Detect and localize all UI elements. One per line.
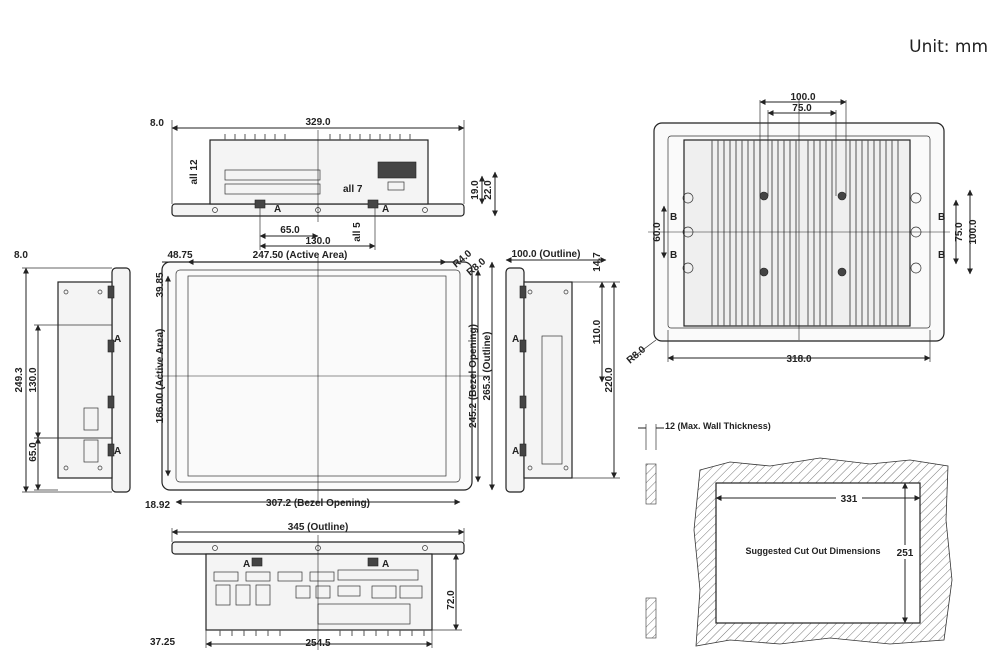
bottom-view: 345 (Outline) 72.0 37.25 254.5 A A — [150, 522, 465, 650]
top-width-label: 329.0 — [305, 117, 330, 128]
top-label-a1: A — [274, 204, 281, 215]
back-label-b2: B — [670, 250, 677, 261]
left-dim130-label: 130.0 — [28, 367, 39, 392]
top-label-a2: A — [382, 204, 389, 215]
cutout-height-label: 251 — [897, 548, 914, 559]
right-label-a1: A — [512, 334, 519, 345]
front-bezel-height-label: 245.2 (Bezel Opening) — [468, 324, 479, 428]
top-height-22-label: 22.0 — [483, 180, 494, 200]
top-dim130-label: 130.0 — [305, 236, 330, 247]
bottom-dim254-label: 254.5 — [305, 638, 330, 649]
top-all5-label: all 5 — [352, 222, 363, 242]
top-dim65-label: 65.0 — [280, 225, 300, 236]
bottom-left-offset-label: 37.25 — [150, 637, 175, 648]
cutout-diagram: 12 (Max. Wall Thickness) 331 251 Suggest… — [638, 421, 953, 647]
bottom-label-a1: A — [243, 559, 250, 570]
left-top-offset-label: 8.0 — [14, 250, 28, 261]
cutout-wall-label: 12 (Max. Wall Thickness) — [665, 421, 771, 431]
back-dim60-label: 60.0 — [652, 222, 663, 242]
front-active-width-label: 247.50 (Active Area) — [253, 250, 348, 261]
right-dim14-7-label: 14.7 — [592, 252, 603, 272]
back-label-b3: B — [938, 212, 945, 223]
back-dim100-label: 100.0 — [790, 92, 815, 103]
top-all12-label: all 12 — [189, 159, 200, 184]
front-top-margin-label: 39.85 — [155, 272, 166, 297]
back-dim75v-label: 75.0 — [954, 222, 965, 242]
front-bezel-width-label: 307.2 (Bezel Opening) — [266, 498, 370, 509]
left-side-view: 8.0 249.3 130.0 65.0 A A — [14, 250, 131, 493]
back-dim75-label: 75.0 — [792, 103, 812, 114]
top-all7-label: all 7 — [343, 184, 363, 195]
right-depth-label: 100.0 (Outline) — [512, 249, 581, 260]
right-label-a2: A — [512, 446, 519, 457]
left-label-a2: A — [114, 446, 121, 457]
heatsink-fins — [711, 140, 899, 326]
front-bottom-margin-label: 18.92 — [145, 500, 170, 511]
front-left-margin-label: 48.75 — [167, 250, 192, 261]
left-total-height-label: 249.3 — [14, 367, 25, 392]
back-view: 100.0 75.0 60.0 75.0 100.0 318.0 R8.0 B … — [625, 92, 979, 366]
front-active-height-label: 186.00 (Active Area) — [155, 329, 166, 424]
bottom-label-a2: A — [382, 559, 389, 570]
top-left-offset-label: 8.0 — [150, 118, 164, 129]
back-label-b4: B — [938, 250, 945, 261]
top-height-19-label: 19.0 — [470, 180, 481, 200]
back-label-b1: B — [670, 212, 677, 223]
left-dim65-label: 65.0 — [28, 442, 39, 462]
bottom-dim72-label: 72.0 — [446, 590, 457, 610]
right-dim110-label: 110.0 — [592, 319, 603, 344]
top-view: 329.0 8.0 19.0 22.0 all 12 all 7 all 5 6… — [150, 117, 498, 250]
right-dim220-label: 220.0 — [604, 367, 615, 392]
back-radius-label: R8.0 — [625, 344, 649, 366]
bottom-outline-width-label: 345 (Outline) — [288, 522, 349, 533]
cutout-width-label: 331 — [841, 494, 858, 505]
cutout-caption: Suggested Cut Out Dimensions — [745, 546, 880, 556]
left-label-a1: A — [114, 334, 121, 345]
front-outline-height-label: 265.3 (Outline) — [482, 332, 493, 401]
right-side-view: 100.0 (Outline) 14.7 110.0 220.0 A A — [505, 249, 620, 493]
back-width-label: 318.0 — [786, 354, 811, 365]
unit-label: Unit: mm — [909, 37, 988, 57]
back-dim100v-label: 100.0 — [968, 219, 979, 244]
front-view: 48.75 247.50 (Active Area) R4.0 R8.0 39.… — [145, 248, 495, 511]
